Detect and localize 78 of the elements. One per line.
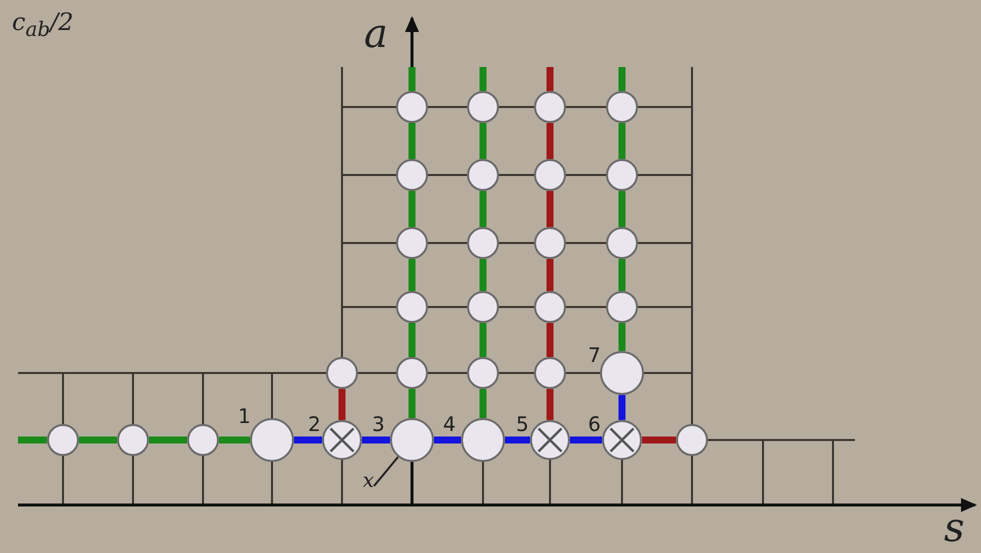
lattice-site-circle xyxy=(534,91,566,123)
lattice-link xyxy=(480,191,486,227)
lattice-link xyxy=(618,67,626,91)
lattice-link xyxy=(505,436,530,444)
lattice-link xyxy=(618,123,626,159)
lattice-site-circle xyxy=(467,291,499,323)
lattice-link xyxy=(480,323,486,357)
site-number: 6 xyxy=(588,414,601,434)
crossed-circle xyxy=(530,420,570,460)
lattice-link xyxy=(408,191,416,227)
site-number: 5 xyxy=(516,414,529,434)
lattice-link xyxy=(642,436,676,444)
lattice-site-circle xyxy=(117,424,149,456)
lattice-site-circle xyxy=(47,424,79,456)
site-number: 2 xyxy=(308,414,321,434)
site-number: 3 xyxy=(372,414,385,434)
axis-label: a xyxy=(364,14,388,54)
lattice-site-circle xyxy=(396,357,428,389)
lattice-site-circle xyxy=(467,91,499,123)
lattice-site-circle xyxy=(467,227,499,259)
lattice-link xyxy=(570,436,602,444)
lattice-link xyxy=(618,395,626,420)
site-number: 4 xyxy=(443,414,456,434)
lattice-link xyxy=(480,67,486,91)
crossed-circle xyxy=(602,420,642,460)
lattice-link xyxy=(408,123,416,159)
lattice-link xyxy=(480,123,486,159)
lattice-site-circle xyxy=(600,351,644,395)
lattice-link xyxy=(79,436,117,444)
lattice-site-circle xyxy=(187,424,219,456)
lattice-link xyxy=(546,389,554,420)
lattice-site-circle xyxy=(396,227,428,259)
axis-label: s xyxy=(944,508,965,548)
lattice-site-circle xyxy=(467,159,499,191)
lattice-site-circle xyxy=(390,418,434,462)
lattice-site-circle xyxy=(396,91,428,123)
lattice-site-circle xyxy=(534,159,566,191)
lattice-link xyxy=(408,67,416,91)
lattice-link xyxy=(219,436,250,444)
lattice-site-circle xyxy=(606,291,638,323)
lattice-site-circle xyxy=(534,291,566,323)
lattice-link xyxy=(362,436,390,444)
lattice-link xyxy=(546,259,554,291)
lattice-link xyxy=(618,323,626,351)
lattice-link xyxy=(546,123,554,159)
crossed-circle xyxy=(322,420,362,460)
lattice-site-circle xyxy=(326,357,358,389)
lattice-site-circle xyxy=(396,159,428,191)
lattice-link xyxy=(338,389,346,420)
lattice-link xyxy=(408,259,416,291)
lattice-site-circle xyxy=(676,424,708,456)
lattice-site-circle xyxy=(250,418,294,462)
site-number: 7 xyxy=(588,345,601,365)
lattice-site-circle xyxy=(606,159,638,191)
lattice-link xyxy=(546,67,554,91)
lattice-site-circle xyxy=(606,91,638,123)
lattice-link xyxy=(18,436,47,444)
lattice-link xyxy=(149,436,187,444)
lattice-link xyxy=(294,436,322,444)
lattice-site-circle xyxy=(534,357,566,389)
leader-line xyxy=(373,456,399,487)
lattice-link xyxy=(434,436,461,444)
lattice-site-circle xyxy=(606,227,638,259)
fraction-label: c$_{ab}$/2 xyxy=(12,10,74,39)
lattice-link xyxy=(618,259,626,291)
lattice-link xyxy=(480,259,486,291)
lattice-link xyxy=(546,191,554,227)
lattice-link xyxy=(408,389,416,418)
lattice-link xyxy=(546,323,554,357)
variable-label: x xyxy=(362,470,374,490)
lattice-site-circle xyxy=(461,418,505,462)
lattice-site-circle xyxy=(534,227,566,259)
lattice-link xyxy=(618,191,626,227)
lattice-site-circle xyxy=(396,291,428,323)
lattice-link xyxy=(480,389,486,418)
lattice-site-circle xyxy=(467,357,499,389)
lattice-link xyxy=(408,323,416,357)
site-number: 1 xyxy=(238,406,251,426)
